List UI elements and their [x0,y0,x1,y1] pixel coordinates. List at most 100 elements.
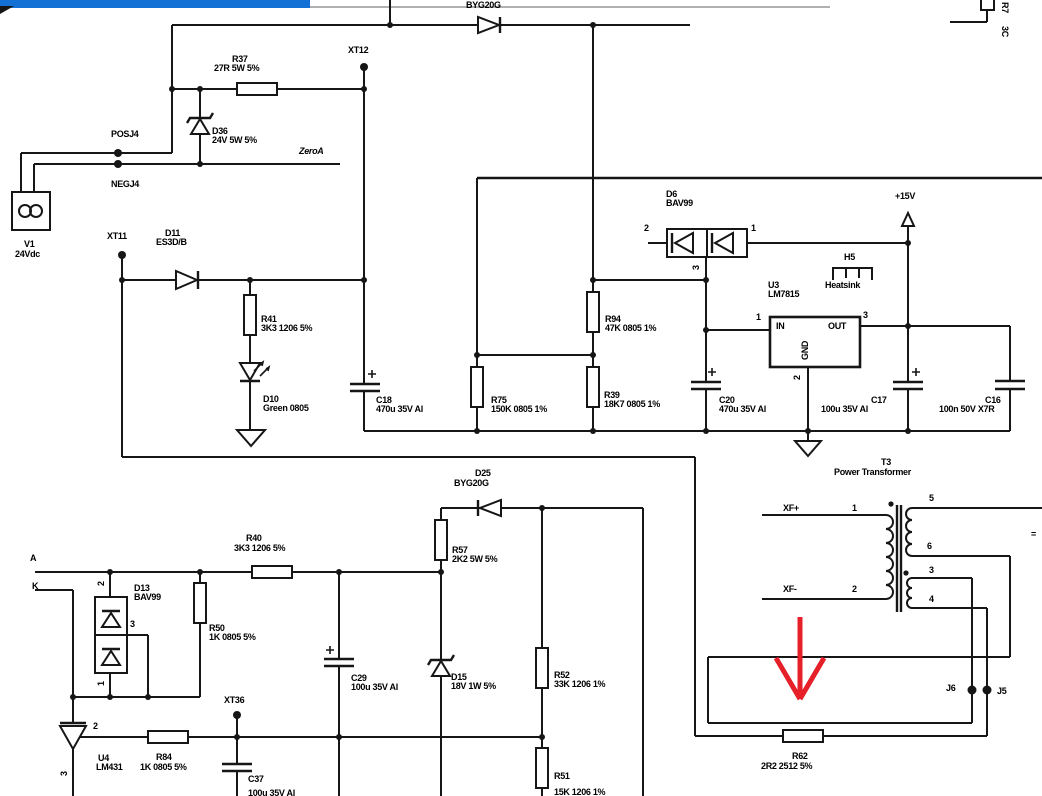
label-negj4: NEGJ4 [111,179,140,189]
label-d13-pin1: 1 [96,681,106,686]
label-c17-ref: C17 [871,395,887,405]
label-r84-val: 1K 0805 5% [140,762,187,772]
label-j5: J5 [997,686,1007,696]
diode-D11 [175,269,200,291]
label-d13-ref: D13 [134,583,150,593]
label-net-k: K [32,581,39,591]
zener-D36 [185,112,215,135]
capacitor-C16 [995,379,1025,391]
label-u3-pin2: 2 [792,375,802,380]
label-corner-ref: R7 [1000,2,1010,13]
label-t3-pin4: 4 [929,594,934,604]
label-u3-pin3: 3 [863,310,868,320]
label-c18-ref: C18 [376,395,392,405]
resistor-R94 [586,291,600,333]
label-d10-val: Green 0805 [263,403,309,413]
label-d25-ref: D25 [475,468,491,478]
label-d15-ref: D15 [451,672,467,682]
label-c37-val: 100u 35V Al [248,788,295,796]
ground-symbol-main [792,440,824,458]
label-r40-val: 3K3 1206 5% [234,543,286,553]
label-r50-ref: R50 [209,623,225,633]
label-t3-ref: T3 [881,457,891,467]
label-xt36: XT36 [224,695,245,705]
power-arrow-15v [900,210,916,227]
chrome-blue-bar [0,0,310,8]
label-d36-val: 24V 5W 5% [212,135,257,145]
label-r94-ref: R94 [605,314,621,324]
wires [20,0,1042,796]
label-u3-out: OUT [828,321,847,331]
label-d11-val: ES3D/B [156,237,187,247]
resistor-R52 [535,647,549,689]
label-equals-partial: = [1031,529,1036,539]
red-annotation-arrow [773,617,827,701]
label-d36-ref: D36 [212,126,228,136]
ground-symbol-led [234,429,268,448]
label-c37-ref: C37 [248,774,264,784]
label-r52-val: 33K 1206 1% [554,679,606,689]
label-d6-pin1: 1 [751,223,756,233]
led-D10 [238,360,271,383]
label-h5-ref: H5 [844,252,855,262]
label-d10-ref: D10 [263,394,279,404]
resistor-R51 [535,747,549,789]
partial-component-top-right [980,0,995,22]
label-v1-val: 24Vdc [15,249,41,259]
label-t3-pin1: 1 [852,503,857,513]
label-r40-ref: R40 [246,533,262,543]
label-u4-ref: U4 [98,753,109,763]
diode-BYG20G-top [477,15,502,35]
label-u3-ref: U3 [768,280,779,290]
resistor-R50 [193,582,207,624]
resistor-R37 [236,82,278,96]
label-r37-ref: R37 [232,54,248,64]
label-u3-gnd: GND [800,340,810,360]
label-r62-val: 2R2 2512 5% [761,761,813,771]
resistor-R84 [147,730,189,744]
heatsink-H5-symbol [832,267,873,280]
label-r51-val: 15K 1206 1% [554,787,606,796]
capacitor-C29 [324,646,354,668]
label-posj4: POSJ4 [111,129,139,139]
zener-D15 [426,654,456,677]
label-corner-val: 3C [1000,26,1010,37]
label-v1-ref: V1 [24,239,35,249]
label-d13-pin3: 3 [130,619,135,629]
label-r75-val: 150K 0805 1% [491,404,547,414]
label-c17-val: 100u 35V Al [821,404,868,414]
label-d13-pin2: 2 [96,581,106,586]
label-c29-ref: C29 [351,673,367,683]
label-net-xf-plus: XF+ [783,503,799,513]
label-c16-ref: C16 [985,395,1001,405]
dual-diode-D6 [666,228,748,258]
label-r94-val: 47K 0805 1% [605,323,657,333]
label-r57-ref: R57 [452,545,468,555]
label-t3-val: Power Transformer [834,467,911,477]
label-r50-val: 1K 0805 5% [209,632,256,642]
resistor-R41 [243,294,257,336]
label-r37-val: 27R 5W 5% [214,63,260,73]
window-chrome [0,0,830,14]
label-j6: J6 [946,683,956,693]
label-d13-val: BAV99 [134,592,161,602]
label-u3-in: IN [776,321,785,331]
resistor-R39 [586,366,600,408]
label-r41-ref: R41 [261,314,277,324]
label-xt12: XT12 [348,45,369,55]
capacitor-C37 [222,762,252,773]
label-u3-val: LM7815 [768,289,800,299]
resistor-R62 [782,729,824,743]
label-t3-pin2: 2 [852,584,857,594]
label-net-zeroa: ZeroA [299,146,324,156]
regulator-U3-box [768,315,862,369]
label-c29-val: 100u 35V Al [351,682,398,692]
label-d6-val: BAV99 [666,198,693,208]
label-u3-pin1: 1 [756,312,761,322]
source-V1 [11,191,51,231]
label-u4-pin2: 2 [93,721,98,731]
label-r84-ref: R84 [156,752,172,762]
capacitor-C20 [691,368,721,391]
